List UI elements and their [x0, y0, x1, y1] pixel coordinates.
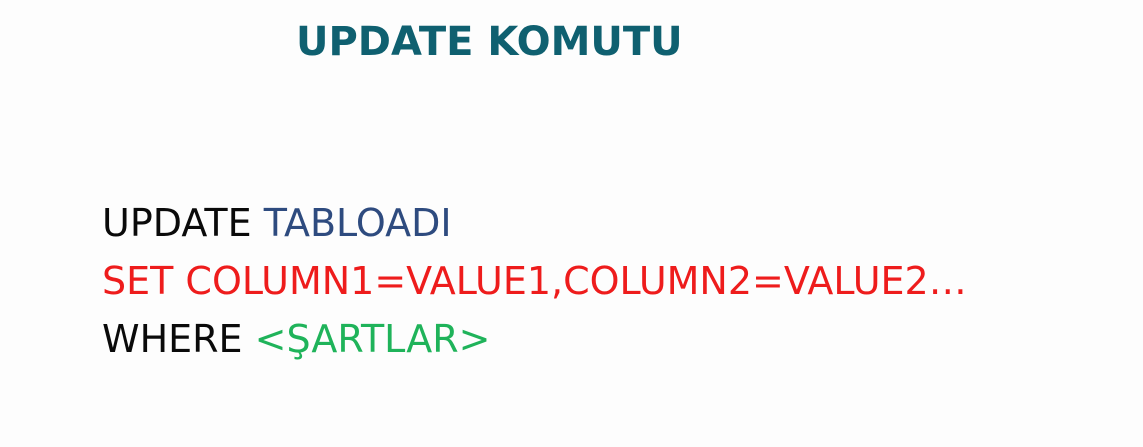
where-keyword: WHERE	[102, 317, 243, 361]
table-name: TABLOADI	[263, 201, 452, 245]
slide-title: UPDATE KOMUTU	[296, 19, 683, 65]
update-line: UPDATE TABLOADI	[102, 194, 967, 252]
update-keyword: UPDATE	[102, 201, 252, 245]
set-line: SET COLUMN1=VALUE1,COLUMN2=VALUE2…	[102, 259, 967, 303]
sql-syntax-block: UPDATE TABLOADI SET COLUMN1=VALUE1,COLUM…	[102, 194, 967, 368]
where-condition: <ŞARTLAR>	[254, 317, 491, 361]
where-line: WHERE <ŞARTLAR>	[102, 310, 967, 368]
